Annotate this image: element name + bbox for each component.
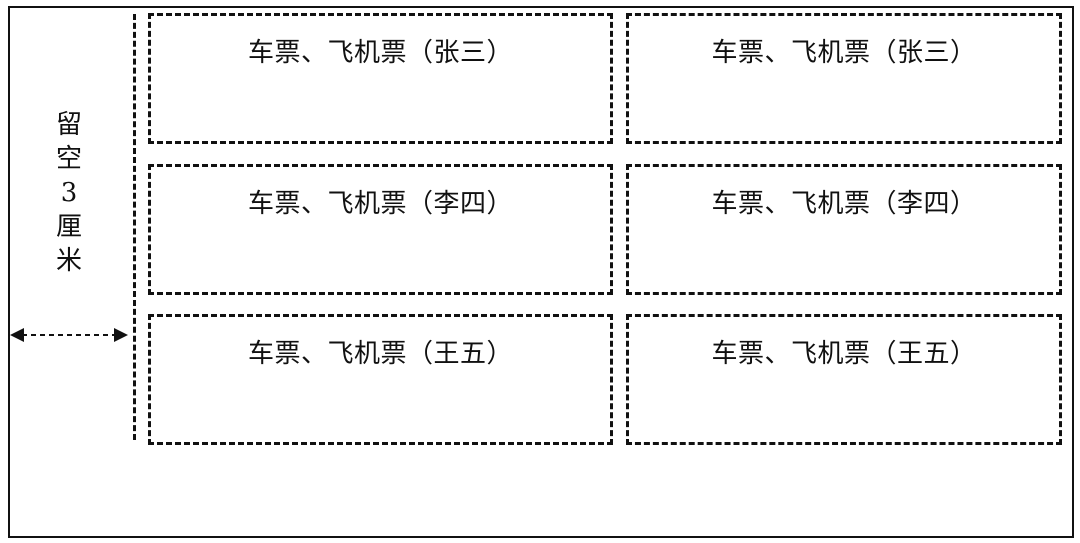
ticket-box: 车票、飞机票（张三）: [626, 13, 1062, 144]
ticket-label: 车票、飞机票（李四）: [247, 189, 513, 219]
ticket-label: 车票、飞机票（张三）: [247, 38, 513, 68]
double-arrow-icon: [10, 328, 128, 342]
ticket-box: 车票、飞机票（王五）: [148, 314, 613, 445]
margin-label-char: 3: [60, 178, 78, 208]
ticket-box: 车票、飞机票（李四）: [626, 164, 1062, 295]
margin-label-char: 厘: [55, 212, 82, 242]
margin-label: 留 空 3 厘 米: [44, 108, 94, 278]
margin-label-char: 米: [55, 246, 82, 276]
ticket-label: 车票、飞机票（王五）: [247, 339, 513, 369]
ticket-label: 车票、飞机票（王五）: [711, 339, 977, 369]
margin-guide-line: [133, 14, 136, 440]
ticket-label: 车票、飞机票（李四）: [711, 189, 977, 219]
ticket-box: 车票、飞机票（王五）: [626, 314, 1062, 445]
page-frame: [8, 6, 1074, 538]
ticket-label: 车票、飞机票（张三）: [711, 38, 977, 68]
ticket-box: 车票、飞机票（张三）: [148, 13, 613, 144]
ticket-box: 车票、飞机票（李四）: [148, 164, 613, 295]
margin-label-char: 空: [55, 144, 82, 174]
margin-label-char: 留: [55, 110, 82, 140]
